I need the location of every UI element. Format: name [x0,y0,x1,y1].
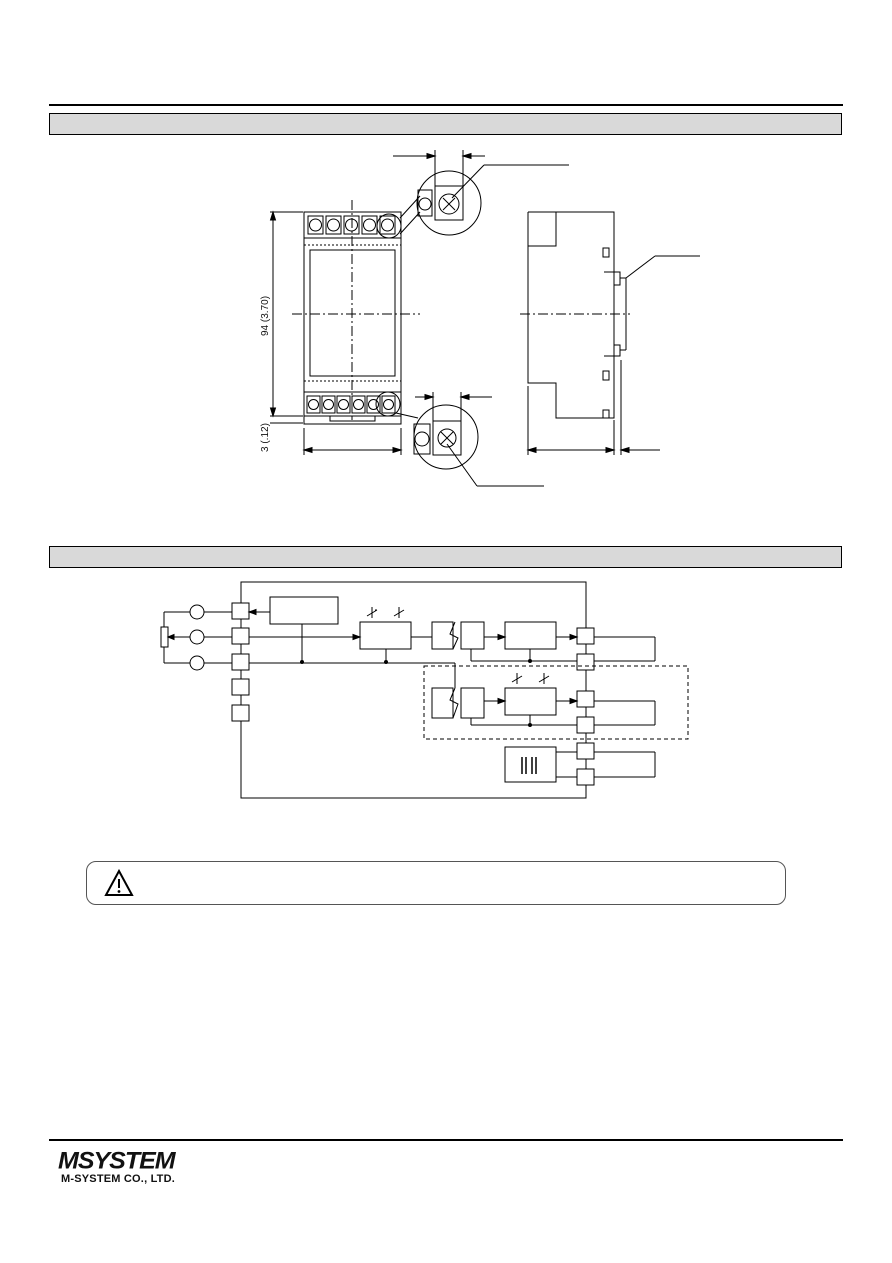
section-bar-schematic [49,546,842,568]
company-name: M-SYSTEM CO., LTD. [61,1173,176,1185]
excitation-block [269,596,339,625]
power-supply-block [504,746,557,783]
schematic-diagram [160,581,689,799]
header-rule [49,104,843,106]
bottom-terminal-screws [306,395,396,414]
company-logo: MSYSTEM [58,1147,176,1175]
top-detail-circle [416,170,482,236]
output-block-2 [504,687,557,716]
din-rail [604,271,621,357]
warning-box [86,861,786,905]
output-terminals [576,627,595,786]
side-view-body [527,211,615,419]
housing-outline [240,581,587,799]
output-block-1 [504,621,557,650]
input-amplifier-block [359,621,412,650]
height-dimension-label: 94 (3.70) [260,296,271,336]
warning-icon [104,869,134,896]
input-terminals [231,602,250,722]
terminal-offset-label: 3 (.12) [260,423,271,452]
dimensions-drawing: 94 (3.70) 3 (.12) [260,150,700,487]
footer-rule [49,1139,843,1141]
section-bar-dimensions [49,113,842,135]
option-dashed-box [423,665,689,740]
